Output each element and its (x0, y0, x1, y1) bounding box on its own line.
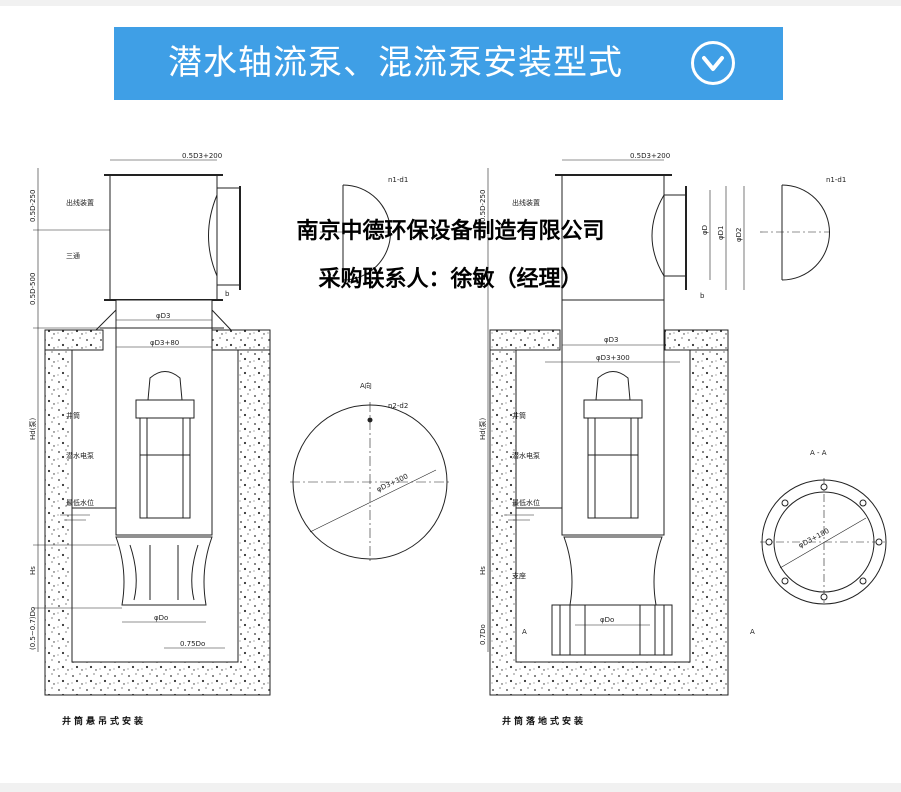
right-dim-do: φDo (600, 616, 614, 624)
left-dim-v1: 0.5D-250 (29, 190, 37, 222)
right-dim-d3: φD3 (604, 336, 618, 344)
left-dim-v3: (0.5~0.7)Do (29, 607, 37, 650)
right-dim-v1: 0.5D-250 (479, 190, 487, 222)
left-drawing (33, 159, 450, 696)
left-elbow-n: n1-d1 (388, 176, 408, 184)
right-label-2: 潜水电泵 (512, 451, 540, 460)
left-label-3: 潜水电泵 (66, 451, 94, 460)
right-dim-d2: φD2 (735, 228, 743, 242)
right-dim-a-right: A (750, 628, 755, 636)
right-section-title: A - A (810, 449, 827, 457)
right-label-4: 支座 (512, 571, 526, 580)
left-label-4: 最低水位 (66, 498, 94, 507)
left-dim-hs: Hs (29, 566, 37, 575)
right-dim-hs: Hs (479, 566, 487, 575)
right-dim-d3-300: φD3+300 (596, 354, 630, 362)
company-name: 南京中德环保设备制造有限公司 (296, 219, 605, 244)
left-label-1: 三通 (66, 251, 80, 260)
right-dim-hd: Hd(泵) (479, 418, 487, 440)
right-dim-a-left: A (522, 628, 527, 636)
left-label-0: 出线装置 (66, 198, 94, 207)
left-label-2: 井筒 (66, 411, 80, 420)
left-dim-075do: 0.75Do (180, 640, 205, 648)
left-flange-n: n2-d2 (388, 402, 408, 410)
right-dim-b: b (700, 292, 705, 300)
bottom-strip (0, 783, 901, 792)
section-banner: 潜水轴流泵、混流泵安装型式 (114, 27, 783, 100)
right-label-1: 井筒 (512, 411, 526, 420)
right-elbow-n: n1-d1 (826, 176, 846, 184)
right-section-d: φD3+180 (797, 527, 831, 550)
chevron-down-circle-icon[interactable] (691, 41, 735, 85)
left-dim-v2: 0.5D-500 (29, 273, 37, 305)
right-dim-d0: φD (701, 225, 709, 235)
left-dim-hd: Hd(泵) (29, 418, 37, 440)
right-caption: 井筒落地式安装 (502, 715, 586, 727)
right-drawing (487, 159, 888, 696)
contact-person: 采购联系人：徐敏（经理） (318, 267, 583, 292)
left-flange-d: φD3+300 (375, 472, 409, 493)
top-strip (0, 0, 901, 6)
banner-title: 潜水轴流泵、混流泵安装型式 (168, 43, 623, 83)
left-caption: 井筒悬吊式安装 (62, 715, 146, 727)
left-dim-b: b (225, 290, 230, 298)
right-label-3: 最低水位 (512, 498, 540, 507)
right-dim-d1: φD1 (717, 226, 725, 240)
right-dim-top: 0.5D3+200 (630, 152, 670, 160)
left-flange-title: A向 (360, 381, 372, 390)
left-dim-d3: φD3 (156, 312, 170, 320)
left-dim-d3-80: φD3+80 (150, 339, 179, 347)
left-dim-top: 0.5D3+200 (182, 152, 222, 160)
right-dim-v3: 0.7Do (479, 624, 487, 645)
right-label-0: 出线装置 (512, 198, 540, 207)
left-dim-do: φDo (154, 614, 168, 622)
